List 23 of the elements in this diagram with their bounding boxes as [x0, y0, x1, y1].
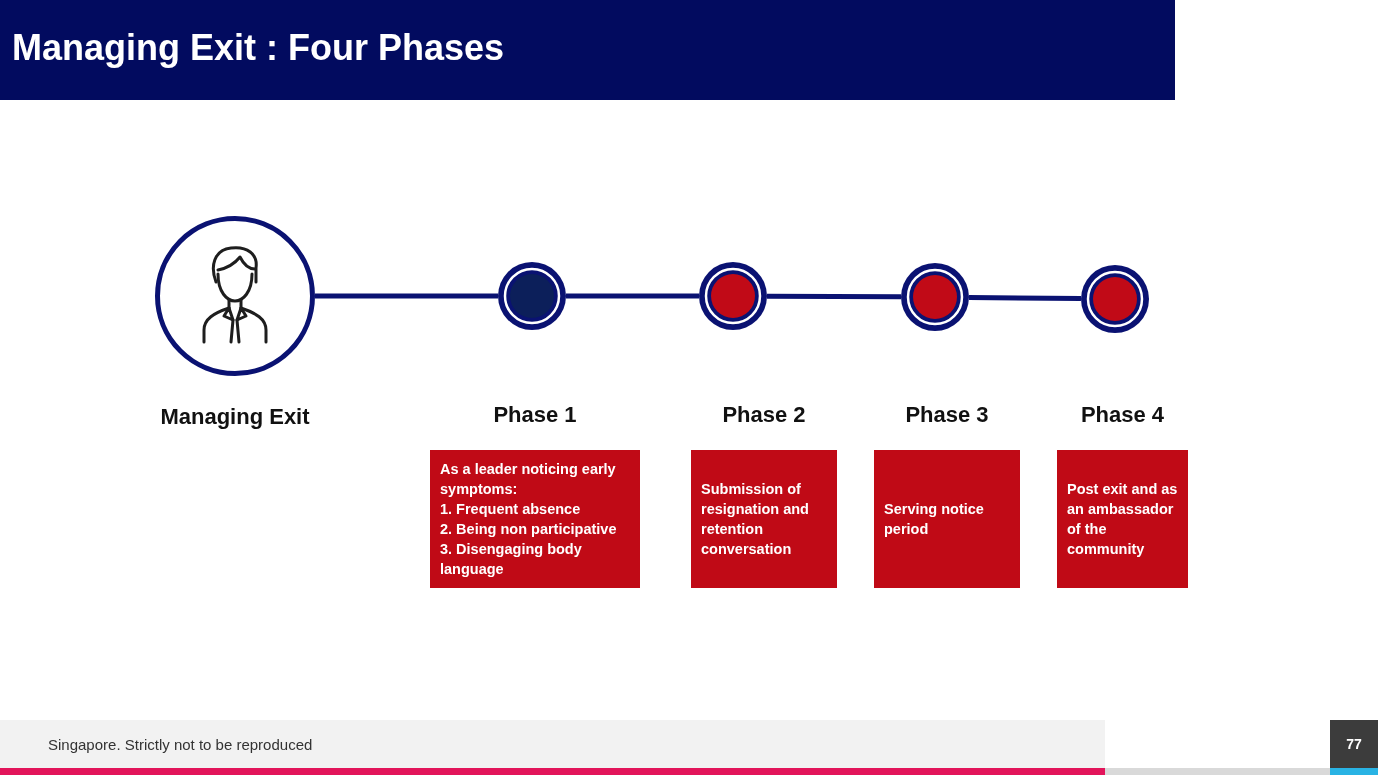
- connector-line: [566, 293, 699, 299]
- slide-title: Managing Exit : Four Phases: [12, 27, 505, 69]
- phase-heading: Phase 4: [1080, 401, 1165, 429]
- footer-text: Singapore. Strictly not to be reproduced: [48, 735, 313, 755]
- phase-heading: Phase 1: [493, 401, 577, 429]
- connector-line: [315, 293, 498, 299]
- connector-line: [968, 294, 1082, 302]
- phase-heading: Phase 2: [722, 401, 806, 429]
- card-text: Submission of resignation and retention conversation: [701, 480, 810, 559]
- node-heading: Managing Exit: [160, 403, 310, 431]
- timeline-dot-icon: [901, 263, 969, 331]
- list-item: 3. Disengaging body language: [440, 540, 583, 579]
- card-text: Post exit and as an ambassador of the community: [1067, 480, 1178, 559]
- phase-heading: Phase 3: [905, 401, 989, 429]
- card-text: As a leader noticing early symptoms:: [440, 460, 617, 499]
- timeline-dot-icon: [498, 262, 566, 330]
- page-number: 77: [1330, 720, 1378, 768]
- card-text: Serving notice period: [884, 500, 985, 539]
- connector-line: [767, 293, 901, 300]
- timeline-dot-icon: [699, 262, 767, 330]
- list-item: 1. Frequent absence: [440, 500, 582, 519]
- timeline-dot-icon: [1081, 265, 1149, 333]
- list-item: 2. Being non participative: [440, 520, 618, 539]
